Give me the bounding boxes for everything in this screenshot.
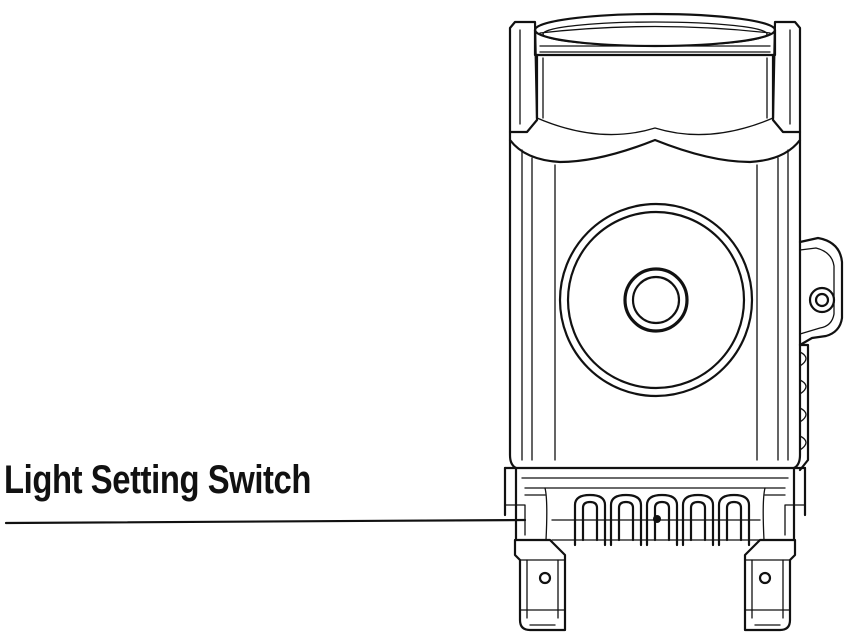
callout-leader-line [4,518,527,525]
right-foot [743,538,797,632]
left-foot [513,538,567,632]
mount-screw-icon [758,571,772,585]
top-bezel [533,12,777,120]
main-body [508,117,802,470]
lens-icon [558,202,754,398]
light-setting-switch [573,493,751,547]
mount-screw-icon [538,571,552,585]
side-wings [508,20,802,134]
callout-label: Light Setting Switch [4,458,312,502]
side-mount-tab [798,236,844,472]
